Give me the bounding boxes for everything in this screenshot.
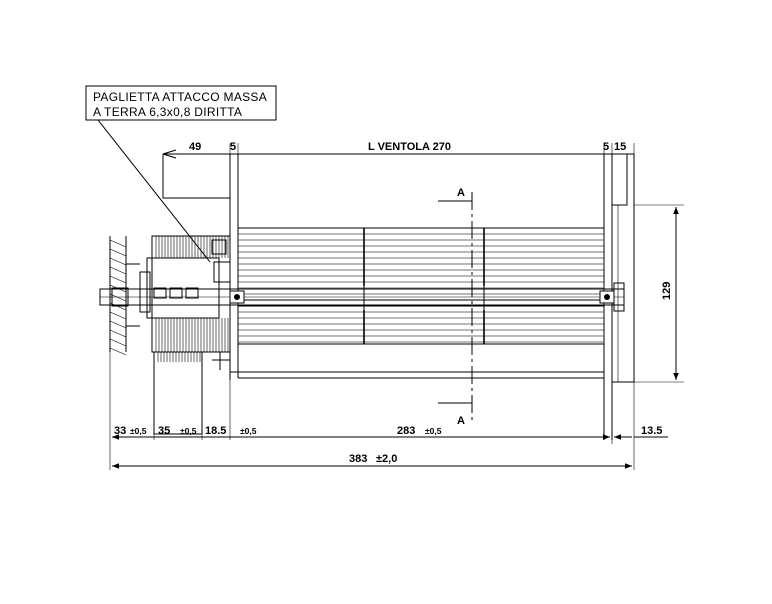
dim-283: 283 [397, 425, 415, 437]
bottom-dimensions: 33 ±0,5 35 ±0,5 18.5 ±0,5 283 ±0,5 13.5 [109, 352, 668, 470]
top-dimension-line: 49 5 L VENTOLA 270 5 15 [162, 141, 635, 160]
dim-15: 15 [614, 141, 626, 153]
motor [139, 235, 231, 435]
dim-5-left: 5 [230, 141, 236, 153]
cooling-fan [109, 236, 140, 356]
dim-383: 383 [349, 453, 367, 465]
dim-383-tol: ±2,0 [376, 453, 397, 465]
dim-33: 33 [114, 425, 126, 437]
note-line-2: A TERRA 6,3x0,8 DIRITTA [93, 105, 242, 119]
section-line-a: A A [438, 187, 473, 427]
dim-35-tol: ±0,5 [180, 426, 197, 436]
dim-18-5: 18.5 [205, 425, 226, 437]
note-line-1: PAGLIETTA ATTACCO MASSA [93, 90, 267, 104]
dim-283-tol: ±0,5 [425, 426, 442, 436]
dim-49: 49 [189, 141, 201, 153]
dim-13-5: 13.5 [641, 425, 662, 437]
grounding-note: PAGLIETTA ATTACCO MASSA A TERRA 6,3x0,8 … [85, 85, 277, 263]
dim-18-5-tol: ±0,5 [240, 426, 257, 436]
dim-5-right: 5 [603, 141, 609, 153]
fan-impeller [237, 227, 605, 345]
dim-129: 129 [661, 282, 673, 300]
note-leader [97, 119, 211, 263]
note-box [85, 85, 277, 121]
section-mark-top: A [457, 187, 465, 199]
dim-35: 35 [158, 425, 170, 437]
motor-winding [155, 236, 229, 352]
dim-fan-length: L VENTOLA 270 [368, 141, 451, 153]
overall-dimension: 383 ±2,0 [112, 453, 632, 469]
section-mark-bottom: A [457, 415, 465, 427]
height-dimension: 129 [634, 204, 684, 383]
shaft [99, 282, 625, 312]
housing-rails [230, 371, 604, 379]
motor-fins [157, 352, 201, 362]
impeller-blades [238, 233, 604, 343]
dim-33-tol: ±0,5 [130, 426, 147, 436]
